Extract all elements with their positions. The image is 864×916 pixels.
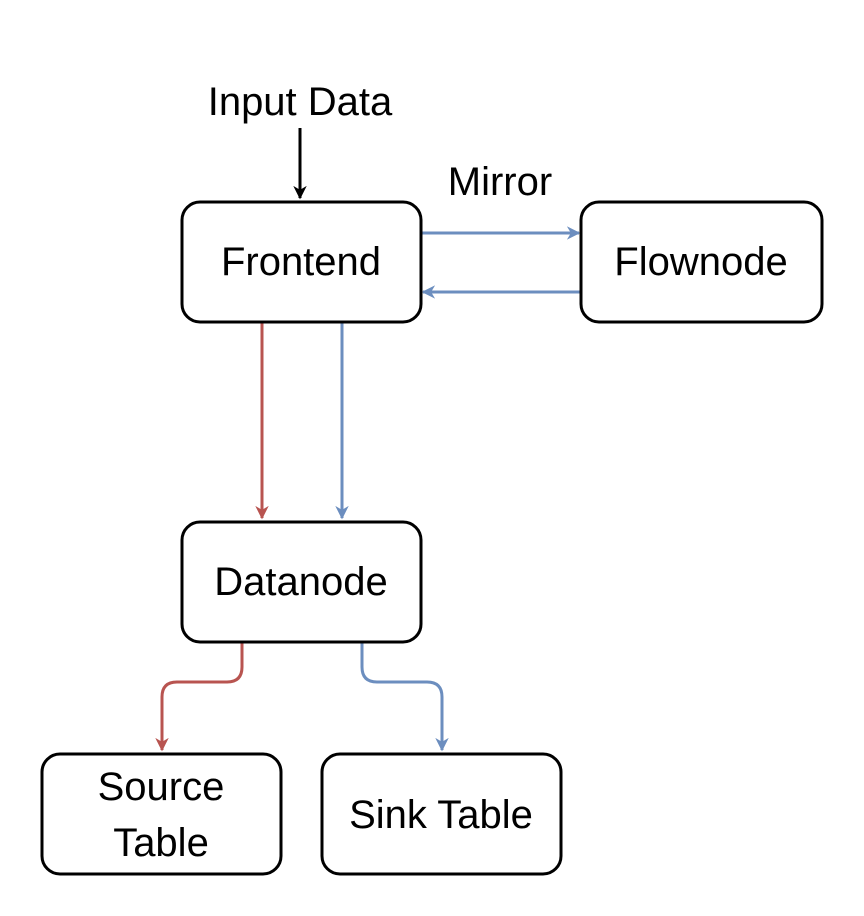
source-table-label-line1: Source bbox=[98, 765, 225, 809]
datanode-to-source-table-arrow bbox=[155, 642, 244, 752]
datanode-label: Datanode bbox=[214, 560, 387, 604]
source-table-node: Source Table bbox=[40, 752, 283, 876]
frontend-node: Frontend bbox=[180, 200, 423, 324]
input-data-label: Input Data bbox=[208, 80, 393, 124]
datanode-node: Datanode bbox=[180, 520, 423, 644]
frontend-label: Frontend bbox=[221, 240, 381, 284]
flownode-node: Flownode bbox=[579, 200, 824, 324]
mirror-label: Mirror bbox=[448, 160, 552, 204]
sink-table-label: Sink Table bbox=[349, 793, 533, 837]
sink-table-node: Sink Table bbox=[320, 752, 563, 876]
datanode-to-sink-table-arrow bbox=[360, 642, 449, 752]
flownode-label: Flownode bbox=[614, 240, 787, 284]
source-table-label-line2: Table bbox=[113, 821, 209, 865]
